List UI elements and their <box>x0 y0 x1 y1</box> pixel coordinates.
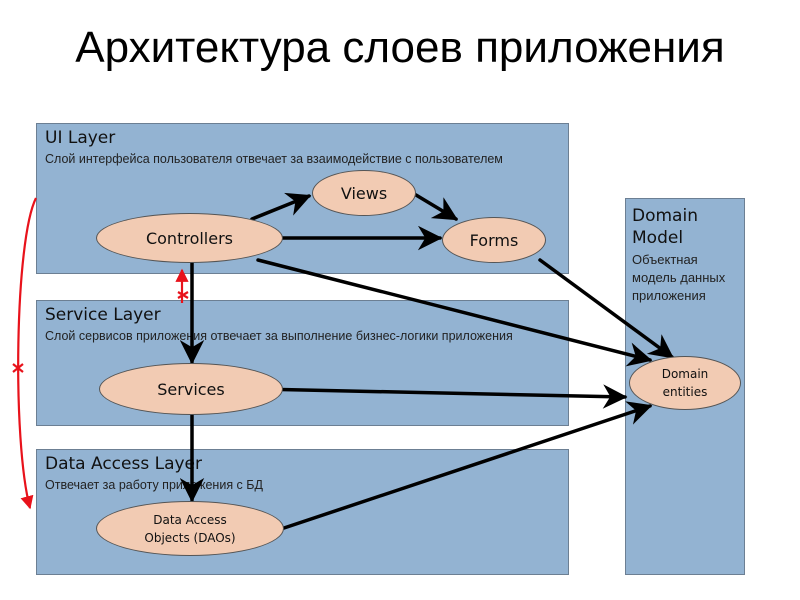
node-domain-entities: Domain entities <box>629 356 741 410</box>
node-forms: Forms <box>442 217 546 263</box>
node-domain-entities-label: Domain entities <box>661 367 709 399</box>
node-controllers-label: Controllers <box>145 228 234 248</box>
service-layer-name: Service Layer <box>45 305 161 325</box>
node-services-label: Services <box>157 379 225 399</box>
ui-layer-description: Слой интерфейса пользователя отвечает за… <box>45 152 503 166</box>
node-services: Services <box>99 363 283 415</box>
node-daos: Data Access Objects (DAOs) <box>96 501 284 556</box>
domain-model-name: Domain Model <box>632 206 698 248</box>
ui-layer-name: UI Layer <box>45 128 116 148</box>
domain-model-description: Объектная модель данных приложения <box>632 252 726 303</box>
node-views-label: Views <box>340 183 388 203</box>
data-access-layer-description: Отвечает за работу приложения с БД <box>45 478 263 492</box>
data-access-layer-name: Data Access Layer <box>45 454 202 474</box>
forbidden-arrow-ui-to-data <box>17 197 37 510</box>
service-layer: Service Layer Слой сервисов приложения о… <box>36 300 569 426</box>
node-daos-label: Data Access Objects (DAOs) <box>144 512 236 545</box>
node-controllers: Controllers <box>96 213 283 263</box>
forbidden-cross-mark-left <box>12 363 24 373</box>
node-views: Views <box>312 170 416 216</box>
forbidden-cross-mark <box>177 291 189 299</box>
service-layer-description: Слой сервисов приложения отвечает за вып… <box>45 329 513 343</box>
node-forms-label: Forms <box>469 230 519 250</box>
page-title: Архитектура слоев приложения <box>75 23 725 72</box>
